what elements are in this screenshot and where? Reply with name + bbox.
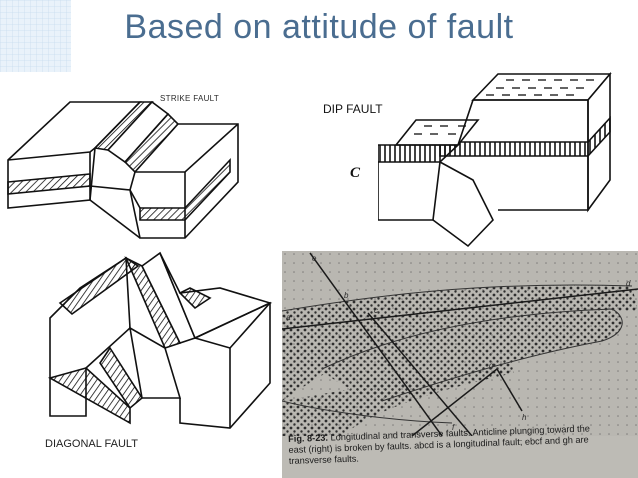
anticline-fault-map: [282, 251, 638, 436]
strike-fault-diagram: [7, 100, 239, 239]
map-label-a: a: [286, 313, 291, 322]
dip-fault-diagram: [378, 71, 612, 248]
figure-caption-number: Fig. 8-23.: [288, 432, 329, 444]
map-label-e: e: [312, 254, 317, 263]
corner-grid-decoration: [0, 0, 72, 72]
map-label-b: b: [344, 291, 349, 300]
textbook-figure-photo: e b a c d g f h: [282, 251, 638, 478]
map-label-g: g: [489, 361, 494, 370]
map-label-d: d: [626, 279, 631, 288]
diagonal-fault-diagram: [47, 251, 273, 429]
dip-fault-label: DIP FAULT: [323, 102, 383, 116]
strike-fault-label: STRIKE FAULT: [160, 94, 220, 103]
slide-title: Based on attitude of fault: [124, 8, 514, 46]
map-label-f: f: [452, 423, 455, 432]
dip-point-c-label: C: [350, 165, 361, 181]
diagonal-fault-label: DIAGONAL FAULT: [45, 438, 138, 450]
map-label-c: c: [374, 306, 378, 315]
map-label-h: h: [522, 413, 527, 422]
